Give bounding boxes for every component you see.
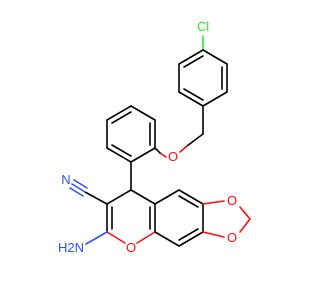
bond-inner — [183, 88, 204, 101]
bond-inner — [183, 55, 204, 68]
bond — [202, 49, 228, 65]
bond — [106, 105, 132, 121]
pyran-oxygen-label: O — [126, 240, 136, 255]
bond — [178, 189, 204, 205]
bond — [106, 189, 132, 205]
nitrile-nitrogen-label: N — [61, 172, 70, 187]
bond-to-o — [159, 152, 167, 158]
ether-oxygen-label: O — [168, 149, 178, 164]
dioxole-ring — [202, 200, 251, 238]
bond-to-o — [239, 218, 251, 233]
bond-inner — [111, 144, 132, 157]
bond — [186, 133, 204, 147]
phenyl-ring — [106, 105, 156, 163]
bond-to-o — [202, 231, 225, 238]
triple-bond-2 — [73, 179, 88, 189]
dioxole-oxygen-lower-label: O — [227, 230, 237, 245]
bond — [178, 231, 204, 247]
triple-bond-1 — [71, 183, 86, 193]
bond — [202, 91, 228, 107]
chlorine-label: Cl — [197, 19, 209, 34]
bond-to-amine — [85, 231, 108, 245]
bond — [106, 147, 132, 163]
bond — [130, 189, 156, 205]
benzyl-ether-linker — [154, 105, 204, 158]
bond — [130, 105, 156, 121]
bond-to-o — [179, 145, 188, 153]
bond — [178, 49, 204, 65]
dioxole-oxygen-upper-label: O — [227, 193, 237, 208]
bond — [154, 231, 180, 247]
nitrile-group — [69, 179, 108, 205]
amine-label: H2N — [58, 240, 84, 255]
bond-to-o — [202, 200, 225, 205]
bond — [178, 91, 204, 107]
bond — [154, 189, 180, 205]
bond-to-o — [136, 231, 156, 244]
benzo-ring — [154, 189, 204, 247]
bond-inner — [178, 195, 199, 208]
bond — [154, 147, 161, 154]
bond — [130, 147, 156, 163]
triple-bond-3 — [69, 187, 84, 197]
bond-to-o — [106, 231, 126, 244]
bond-to-o — [239, 206, 251, 220]
bond-inner — [178, 228, 199, 241]
molecule-structure-diagram: Cl O N O O O H2N — [57, 19, 251, 255]
pyran-ring — [106, 189, 156, 244]
bond — [84, 191, 108, 205]
bond-inner — [111, 111, 132, 124]
chlorophenyl-ring — [178, 35, 228, 107]
